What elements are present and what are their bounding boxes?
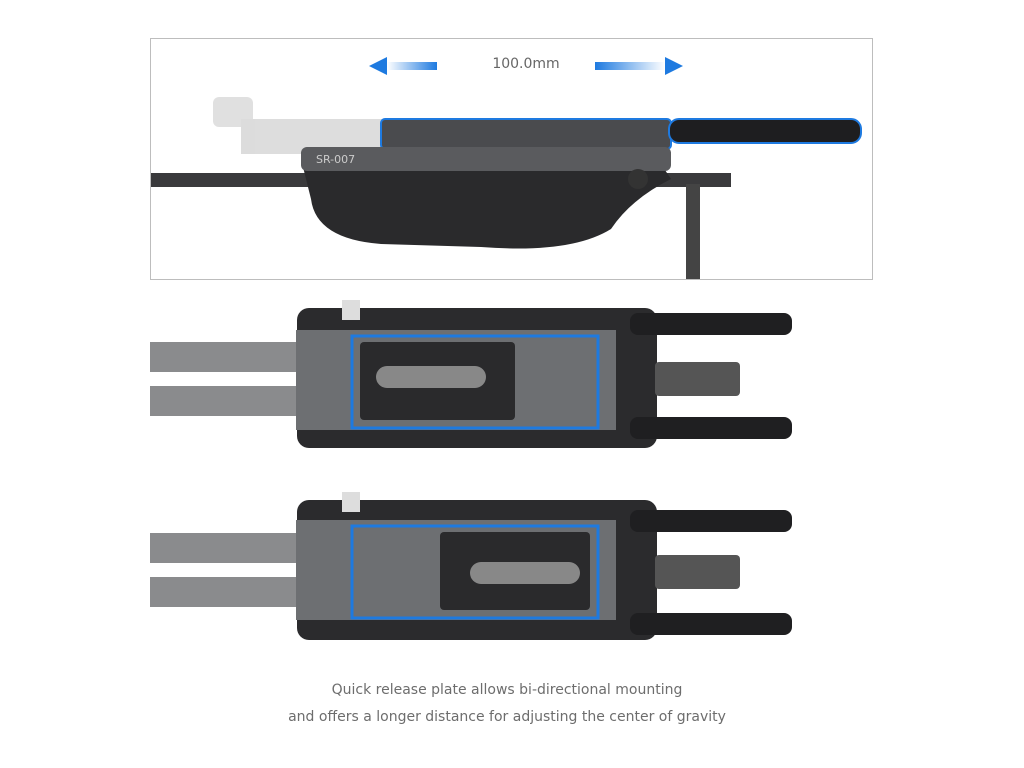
plate-base [301, 147, 671, 171]
stand [686, 184, 700, 279]
top-view-illustrations [150, 300, 792, 640]
top-view-forward [150, 300, 792, 448]
caption-line-1: Quick release plate allows bi-directiona… [331, 682, 683, 698]
top-view-reversed [150, 492, 792, 640]
grip-body [301, 149, 671, 249]
left-arrow-icon [369, 57, 437, 75]
model-label: SR-007 [316, 153, 355, 166]
knob [628, 169, 648, 189]
dimension-label: 100.0mm [492, 56, 560, 72]
caption-line-2: and offers a longer distance for adjusti… [288, 709, 726, 725]
right-arrow-icon [595, 57, 683, 75]
side-view-panel: SR-007 100.0mm [150, 38, 873, 280]
side-view-illustration: SR-007 [151, 57, 862, 279]
rod [668, 118, 862, 144]
